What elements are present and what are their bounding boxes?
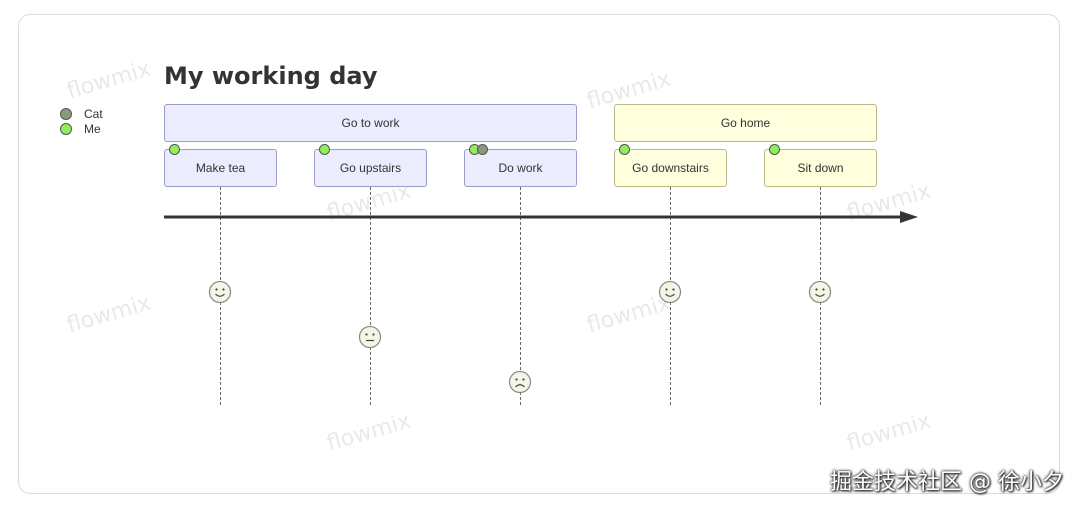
legend-item-me: Me [60,121,103,136]
credit-watermark: 掘金技术社区 @ 徐小夕 [830,470,1064,495]
diagram-title: My working day [164,62,378,90]
happy-face-icon [658,280,682,304]
section-go-to-work: Go to work [164,104,577,142]
happy-face-icon [808,280,832,304]
diagram-frame [18,14,1060,494]
legend-dot-cat [60,107,72,120]
legend: Cat Me [60,106,103,136]
section-go-home: Go home [614,104,877,142]
neutral-face-icon [358,325,382,349]
legend-item-cat: Cat [60,106,103,121]
task-line [520,187,521,405]
actor-dot-me [769,144,780,155]
task-go-upstairs: Go upstairs [314,149,427,187]
legend-label: Cat [84,106,103,121]
actor-dot-me [619,144,630,155]
task-sit-down: Sit down [764,149,877,187]
happy-face-icon [208,280,232,304]
task-go-downstairs: Go downstairs [614,149,727,187]
actor-dot-cat [477,144,488,155]
task-do-work: Do work [464,149,577,187]
timeline-arrow [164,211,918,223]
actor-dot-me [319,144,330,155]
legend-dot-me [60,122,72,135]
actor-dot-me [169,144,180,155]
task-line [370,187,371,405]
sad-face-icon [508,370,532,394]
legend-label: Me [84,121,101,136]
task-make-tea: Make tea [164,149,277,187]
